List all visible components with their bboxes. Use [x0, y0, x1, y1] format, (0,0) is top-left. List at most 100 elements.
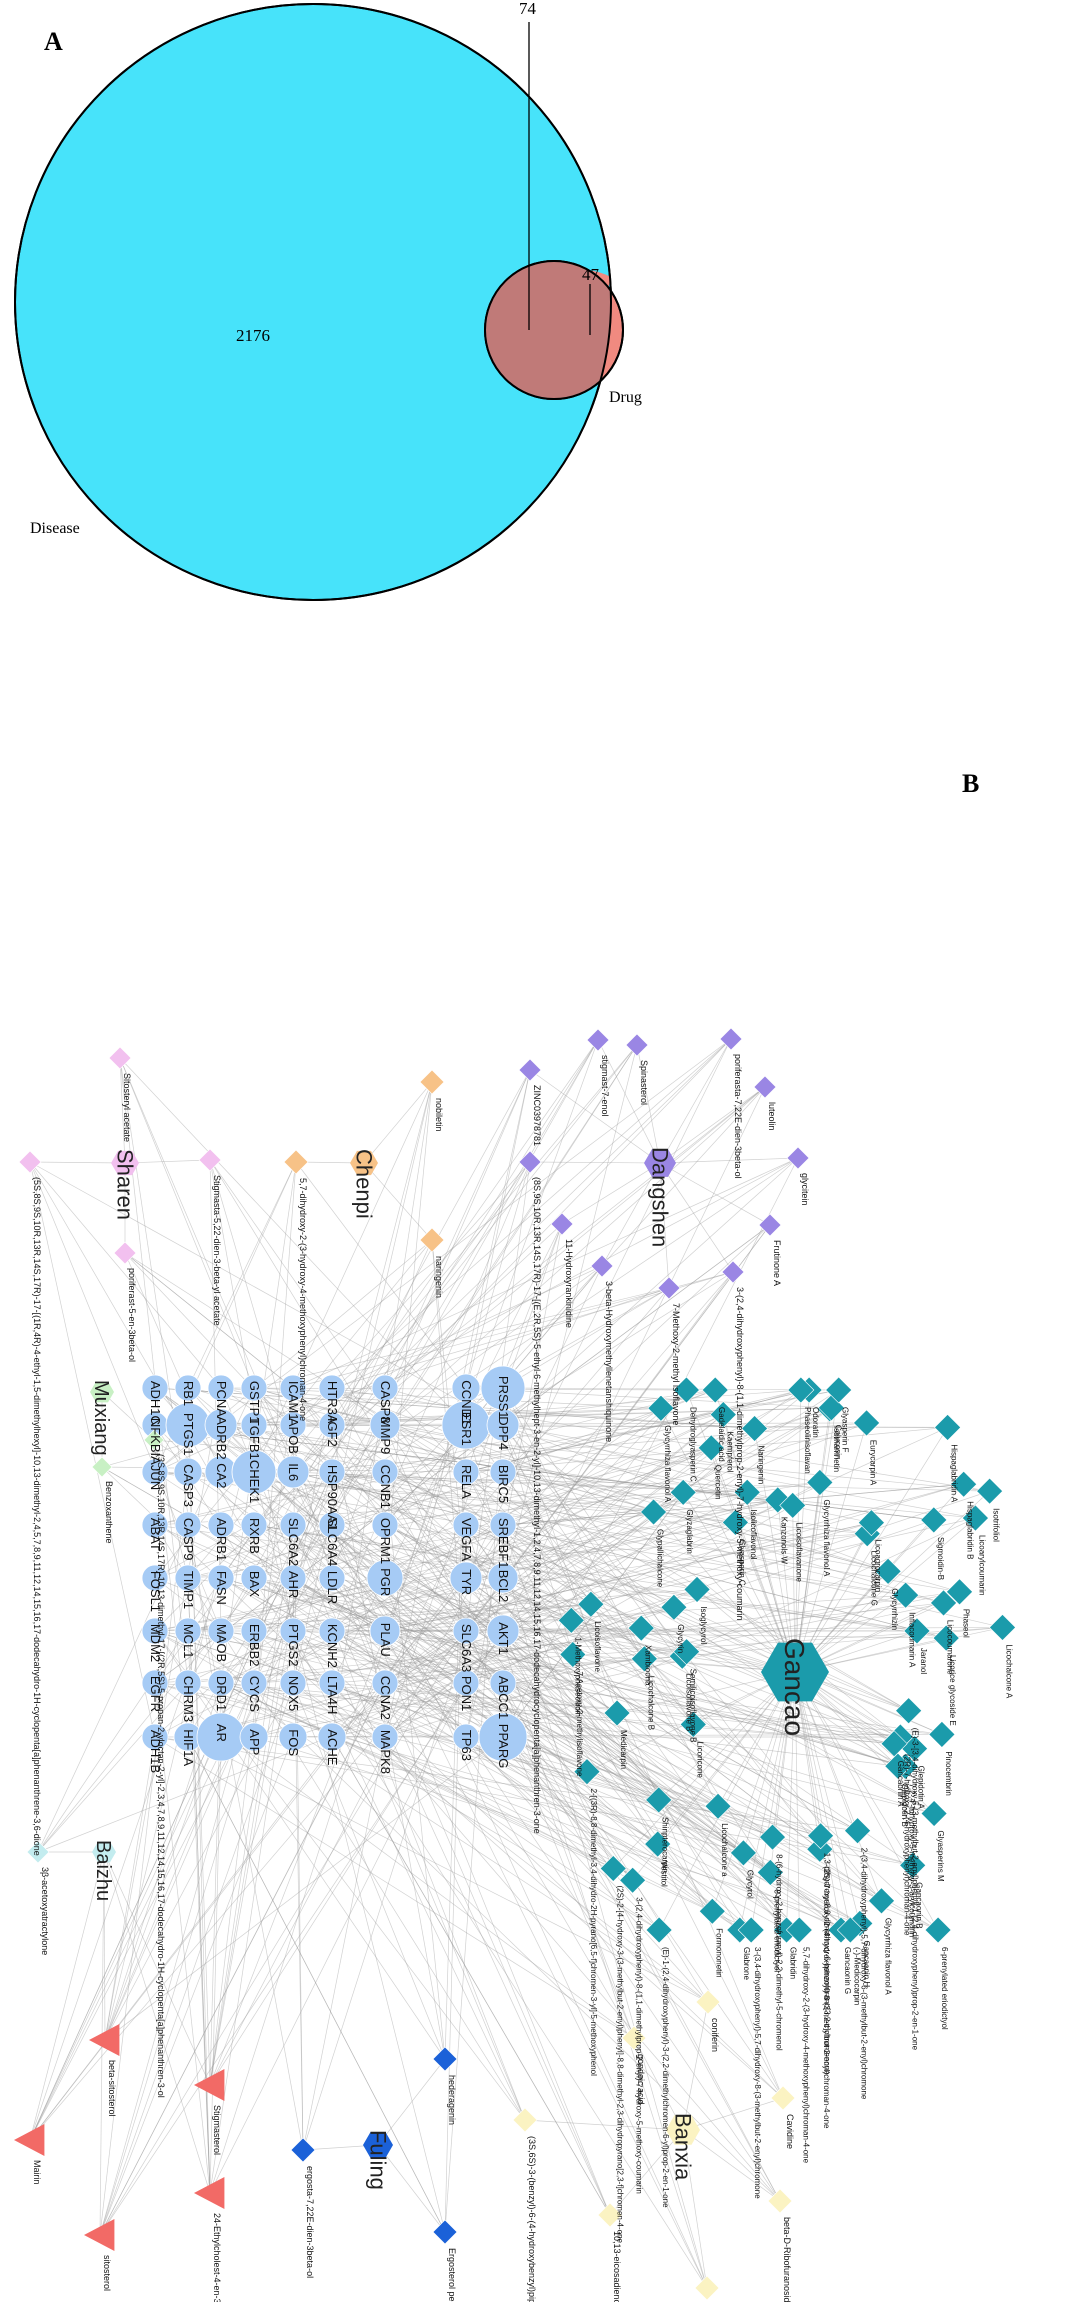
herb-compound-edge [682, 2001, 709, 2131]
compound-target-edge [187, 1524, 304, 2151]
compound-label: Hispaglabridin A [950, 1444, 959, 1502]
herb-compound-edge [794, 1389, 840, 1673]
compound-target-edge [292, 1038, 732, 1426]
compound-node-gancao [627, 1614, 655, 1642]
target-node [366, 1559, 404, 1597]
compound-target-edge [331, 1424, 889, 1572]
compound-label: Mairin [32, 2160, 42, 2185]
compound-label: Dehydroglyasperin C [688, 1407, 697, 1482]
target-node [141, 1669, 169, 1697]
compound-target-edge [384, 1630, 915, 1749]
compound-target-edge [384, 1491, 748, 1684]
compound-target-edge [302, 1736, 386, 2151]
compound-target-edge [502, 1517, 976, 1738]
compound-node-dangshen [625, 1033, 649, 1057]
compound-target-edge [384, 1086, 766, 1389]
target-node [207, 1669, 235, 1697]
compound-node-gancao [647, 1394, 675, 1422]
compound-label: (E)-3-[3,4-dihydroxy-5-(3-methylbut-2-en… [911, 1728, 920, 2051]
herb-compound-edge [794, 1517, 976, 1673]
target-node [478, 1712, 528, 1762]
disease-outline [14, 3, 612, 601]
compound-target-edge [29, 1161, 222, 1389]
compound-target-edge [220, 1682, 633, 1881]
compound-target-edge [465, 1483, 964, 1632]
target-label: HIF1A [181, 1729, 196, 1766]
target-node [279, 1617, 307, 1645]
compound-label: Eurycarpin A [869, 1440, 878, 1486]
compound-target-edge [253, 1577, 694, 1725]
compound-label: Stigmasterol [212, 2105, 222, 2155]
herb-compound-edge [633, 2037, 684, 2131]
compound-target-edge [99, 1524, 467, 2236]
target-node [369, 1615, 401, 1647]
target-label: KCNH2 [325, 1624, 340, 1668]
compound-target-edge [292, 1630, 740, 1931]
herb-compound-edge [659, 1157, 799, 1164]
compound-label: 10,13-eicosadienoic [612, 2231, 622, 2302]
herb-compound-edge [659, 1162, 670, 1289]
target-label: APOB [286, 1418, 301, 1454]
compound-target-edge [502, 1524, 588, 1772]
target-node [317, 1722, 347, 1752]
compound-target-edge [384, 1224, 771, 1738]
target-node [486, 1614, 520, 1648]
compound-target-edge [220, 1387, 755, 1429]
herb-compound-edge [363, 1081, 433, 1164]
compound-target-edge [154, 1682, 211, 2194]
compound-label: (2S)-2-[4-hydroxy-3-(3-methylbut-2-enyl)… [615, 1885, 624, 2243]
compound-label: Formononetin [714, 1928, 723, 1977]
compound-target-edge [502, 1265, 603, 1473]
compound-target-edge [331, 1524, 708, 2289]
compound-target-edge [101, 1466, 386, 1632]
compound-target-edge [502, 1407, 832, 1526]
compound-target-edge [154, 1524, 939, 1931]
herb-compound-edge [714, 1389, 796, 1673]
compound-target-edge [154, 1239, 433, 1579]
compound-target-edge [384, 1039, 599, 1632]
compound-target-edge [154, 1630, 660, 1931]
compound-target-edge [253, 1239, 433, 1632]
herb-compound-edge [686, 1389, 796, 1673]
herb-compound-edge [682, 1492, 796, 1673]
compound-node-gancao [930, 1589, 957, 1617]
compound-target-edge [99, 1630, 467, 2236]
compound-label: Hispaglabridin B [966, 1501, 975, 1559]
disease-count: 2176 [236, 326, 270, 345]
target-label: CYCS [247, 1676, 262, 1712]
compound-label: ergosta-7,22E-dien-3beta-ol [305, 2166, 315, 2278]
compound-node-chenpi [283, 1149, 309, 1175]
herb-hub-dangshen [644, 1149, 676, 1177]
compound-target-edge [292, 1682, 446, 2060]
target-node [207, 1511, 235, 1539]
compound-target-edge [29, 1161, 156, 1738]
target-label: FOS [286, 1729, 301, 1756]
compound-target-edge [292, 1424, 304, 2151]
compound-target-edge [104, 1387, 222, 2041]
herb-compound-edge [794, 1671, 939, 1931]
target-node [276, 1455, 310, 1489]
compound-target-edge [465, 1389, 801, 1473]
target-label: ADRB1 [214, 1518, 229, 1561]
compound-label: Calycosin [833, 1425, 842, 1460]
compound-target-edge [154, 1524, 526, 2121]
target-node [452, 1669, 480, 1697]
compound-target-edge [187, 1414, 724, 1684]
compound-target-edge [154, 1682, 895, 1745]
compound-target-edge [209, 1524, 504, 2086]
compound-target-edge [384, 1424, 713, 1912]
compound-target-edge [465, 1577, 588, 1772]
herb-compound-edge [746, 1492, 796, 1673]
compound-target-edge [187, 1499, 778, 1632]
herb-compound-edge [363, 1162, 433, 1241]
compound-target-edge [153, 1439, 504, 1473]
herb-hub-baizhu [92, 1841, 116, 1863]
compound-target-edge [502, 1424, 821, 1850]
compound-node-gancao [946, 1578, 973, 1606]
target-node [207, 1617, 235, 1645]
compound-target-edge [124, 1252, 294, 1389]
target-label: PCNA [214, 1381, 229, 1417]
compound-label: Glyasperins M [936, 1830, 945, 1881]
target-node [452, 1617, 480, 1645]
compound-label: luteolin [767, 1102, 777, 1131]
